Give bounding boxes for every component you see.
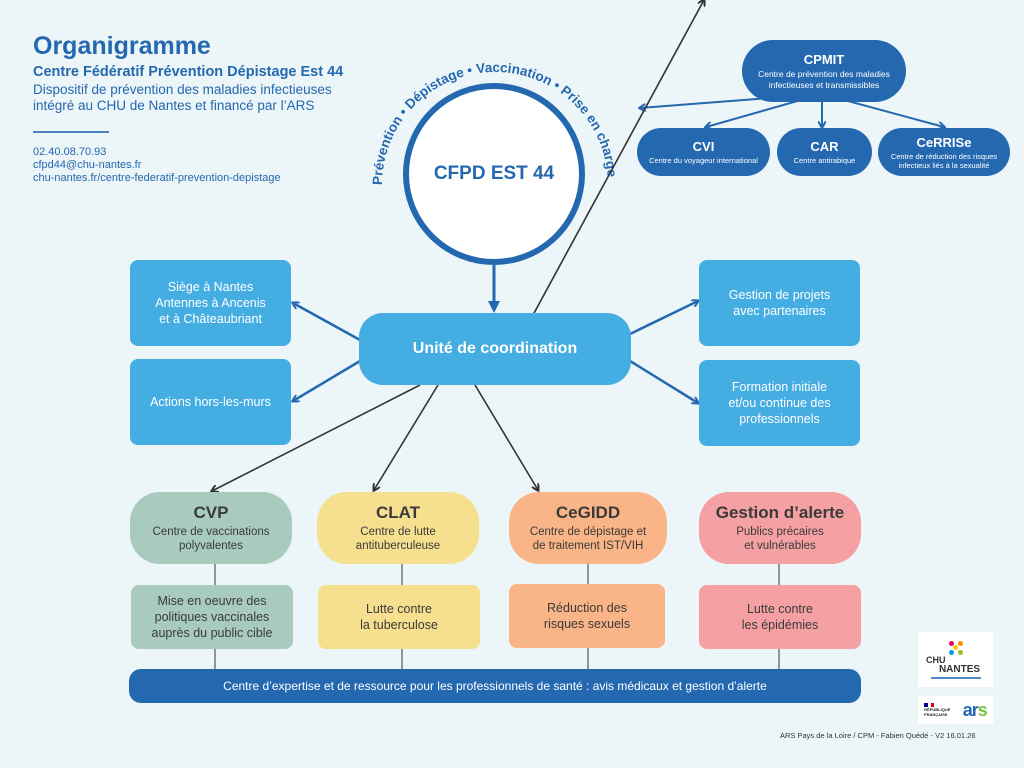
service-subtitle: Centre de vaccinations polyvalentes <box>152 526 270 552</box>
service-title: CVP <box>193 503 229 522</box>
french-flag-icon <box>924 703 935 707</box>
siege-box: Siège à Nantes Antennes à Ancenis et à C… <box>130 260 291 346</box>
page-title: Organigramme <box>33 32 211 60</box>
service-title: Gestion d’alerte <box>715 503 845 522</box>
separator <box>33 131 109 133</box>
email-link[interactable]: cfpd44@chu-nantes.fr <box>33 159 142 171</box>
service-cvp: CVP Centre de vaccinations polyvalentes <box>130 492 292 564</box>
republique-francaise-logo: RÉPUBLIQUE FRANÇAISE <box>924 703 950 717</box>
phone: 02.40.08.70.93 <box>33 146 107 158</box>
cpmit-title: CPMIT <box>803 51 845 67</box>
cvi-title: CVI <box>692 139 715 154</box>
chu-logo-line2: NANTES <box>938 663 981 675</box>
website-link[interactable]: chu-nantes.fr/centre-federatif-preventio… <box>33 172 281 184</box>
cvi-subtitle: Centre du voyageur international <box>649 156 758 165</box>
chu-flower-icon <box>948 640 963 655</box>
arrow-coordination-to-formation <box>629 359 698 403</box>
arrow-coordination-to-siege <box>293 303 361 342</box>
service-subtitle: Centre de dépistage et de traitement IST… <box>529 526 647 552</box>
cerrise-title: CeRRISe <box>916 134 972 150</box>
arrow-coordination-to-cegidd <box>474 384 538 490</box>
ars-wordmark: ars <box>962 699 988 720</box>
mission-alerte: Lutte contre les épidémies <box>699 585 861 649</box>
arrow-coordination-to-projets <box>629 301 698 336</box>
actions-box: Actions hors-les-murs <box>130 359 291 445</box>
cfpd-label: CFPD EST 44 <box>433 163 555 184</box>
service-title: CeGIDD <box>555 503 621 522</box>
service-clat: CLAT Centre de lutte antituberculeuse <box>317 492 479 564</box>
cpmit-node: CPMIT Centre de prévention des maladies … <box>742 40 906 102</box>
service-title: CLAT <box>375 503 421 522</box>
description: Dispositif de prévention des maladies in… <box>33 82 332 114</box>
service-subtitle: Publics précaires et vulnérables <box>736 526 824 552</box>
arrow-coordination-to-clat <box>374 384 439 490</box>
footer-credit: ARS Pays de la Loire / CPM - Fabien Quéd… <box>780 731 976 740</box>
cerrise-node: CeRRISe Centre de réduction des risques … <box>878 128 1010 176</box>
car-subtitle: Centre antirabique <box>793 156 856 165</box>
description-line-2: intégré au CHU de Nantes et financé par … <box>33 98 315 113</box>
cerrise-subtitle: Centre de réduction des risques infectie… <box>890 151 998 170</box>
chu-logo-tagline <box>930 676 981 679</box>
car-title: CAR <box>810 139 839 154</box>
rf-label: RÉPUBLIQUE FRANÇAISE <box>924 707 951 717</box>
formation-box: Formation initiale et/ou continue des pr… <box>699 360 860 446</box>
car-node: CAR Centre antirabique <box>777 128 872 176</box>
projets-box: Gestion de projets avec partenaires <box>699 260 860 346</box>
service-cegidd: CeGIDD Centre de dépistage et de traitem… <box>509 492 667 564</box>
mission-cegidd: Réduction des risques sexuels <box>509 584 665 648</box>
ars-logo: RÉPUBLIQUE FRANÇAISE ars <box>918 696 993 724</box>
mission-clat: Lutte contre la tuberculose <box>318 585 480 649</box>
expertise-label: Centre d’expertise et de ressource pour … <box>223 679 767 693</box>
service-subtitle: Centre de lutte antituberculeuse <box>355 526 441 552</box>
coordination-node: Unité de coordination <box>359 313 631 385</box>
description-line-1: Dispositif de prévention des maladies in… <box>33 82 332 97</box>
chu-nantes-logo: CHU NANTES <box>918 632 993 687</box>
arrow-coordination-to-actions <box>293 359 361 401</box>
service-alerte: Gestion d’alerte Publics précaires et vu… <box>699 492 861 564</box>
page-subtitle: Centre Fédératif Prévention Dépistage Es… <box>33 64 344 80</box>
expertise-bar: Centre d’expertise et de ressource pour … <box>129 669 861 703</box>
mission-cvp: Mise en oeuvre des politiques vaccinales… <box>131 585 293 649</box>
cfpd-circle: CFPD EST 44 <box>403 83 585 265</box>
contact-info: 02.40.08.70.93 cfpd44@chu-nantes.fr chu-… <box>33 146 281 185</box>
cvi-node: CVI Centre du voyageur international <box>637 128 770 176</box>
coordination-label: Unité de coordination <box>412 340 578 357</box>
cpmit-subtitle: Centre de prévention des maladies infect… <box>758 68 890 90</box>
chu-logo-line1: CHU <box>926 654 946 665</box>
service-connectors <box>214 564 780 669</box>
